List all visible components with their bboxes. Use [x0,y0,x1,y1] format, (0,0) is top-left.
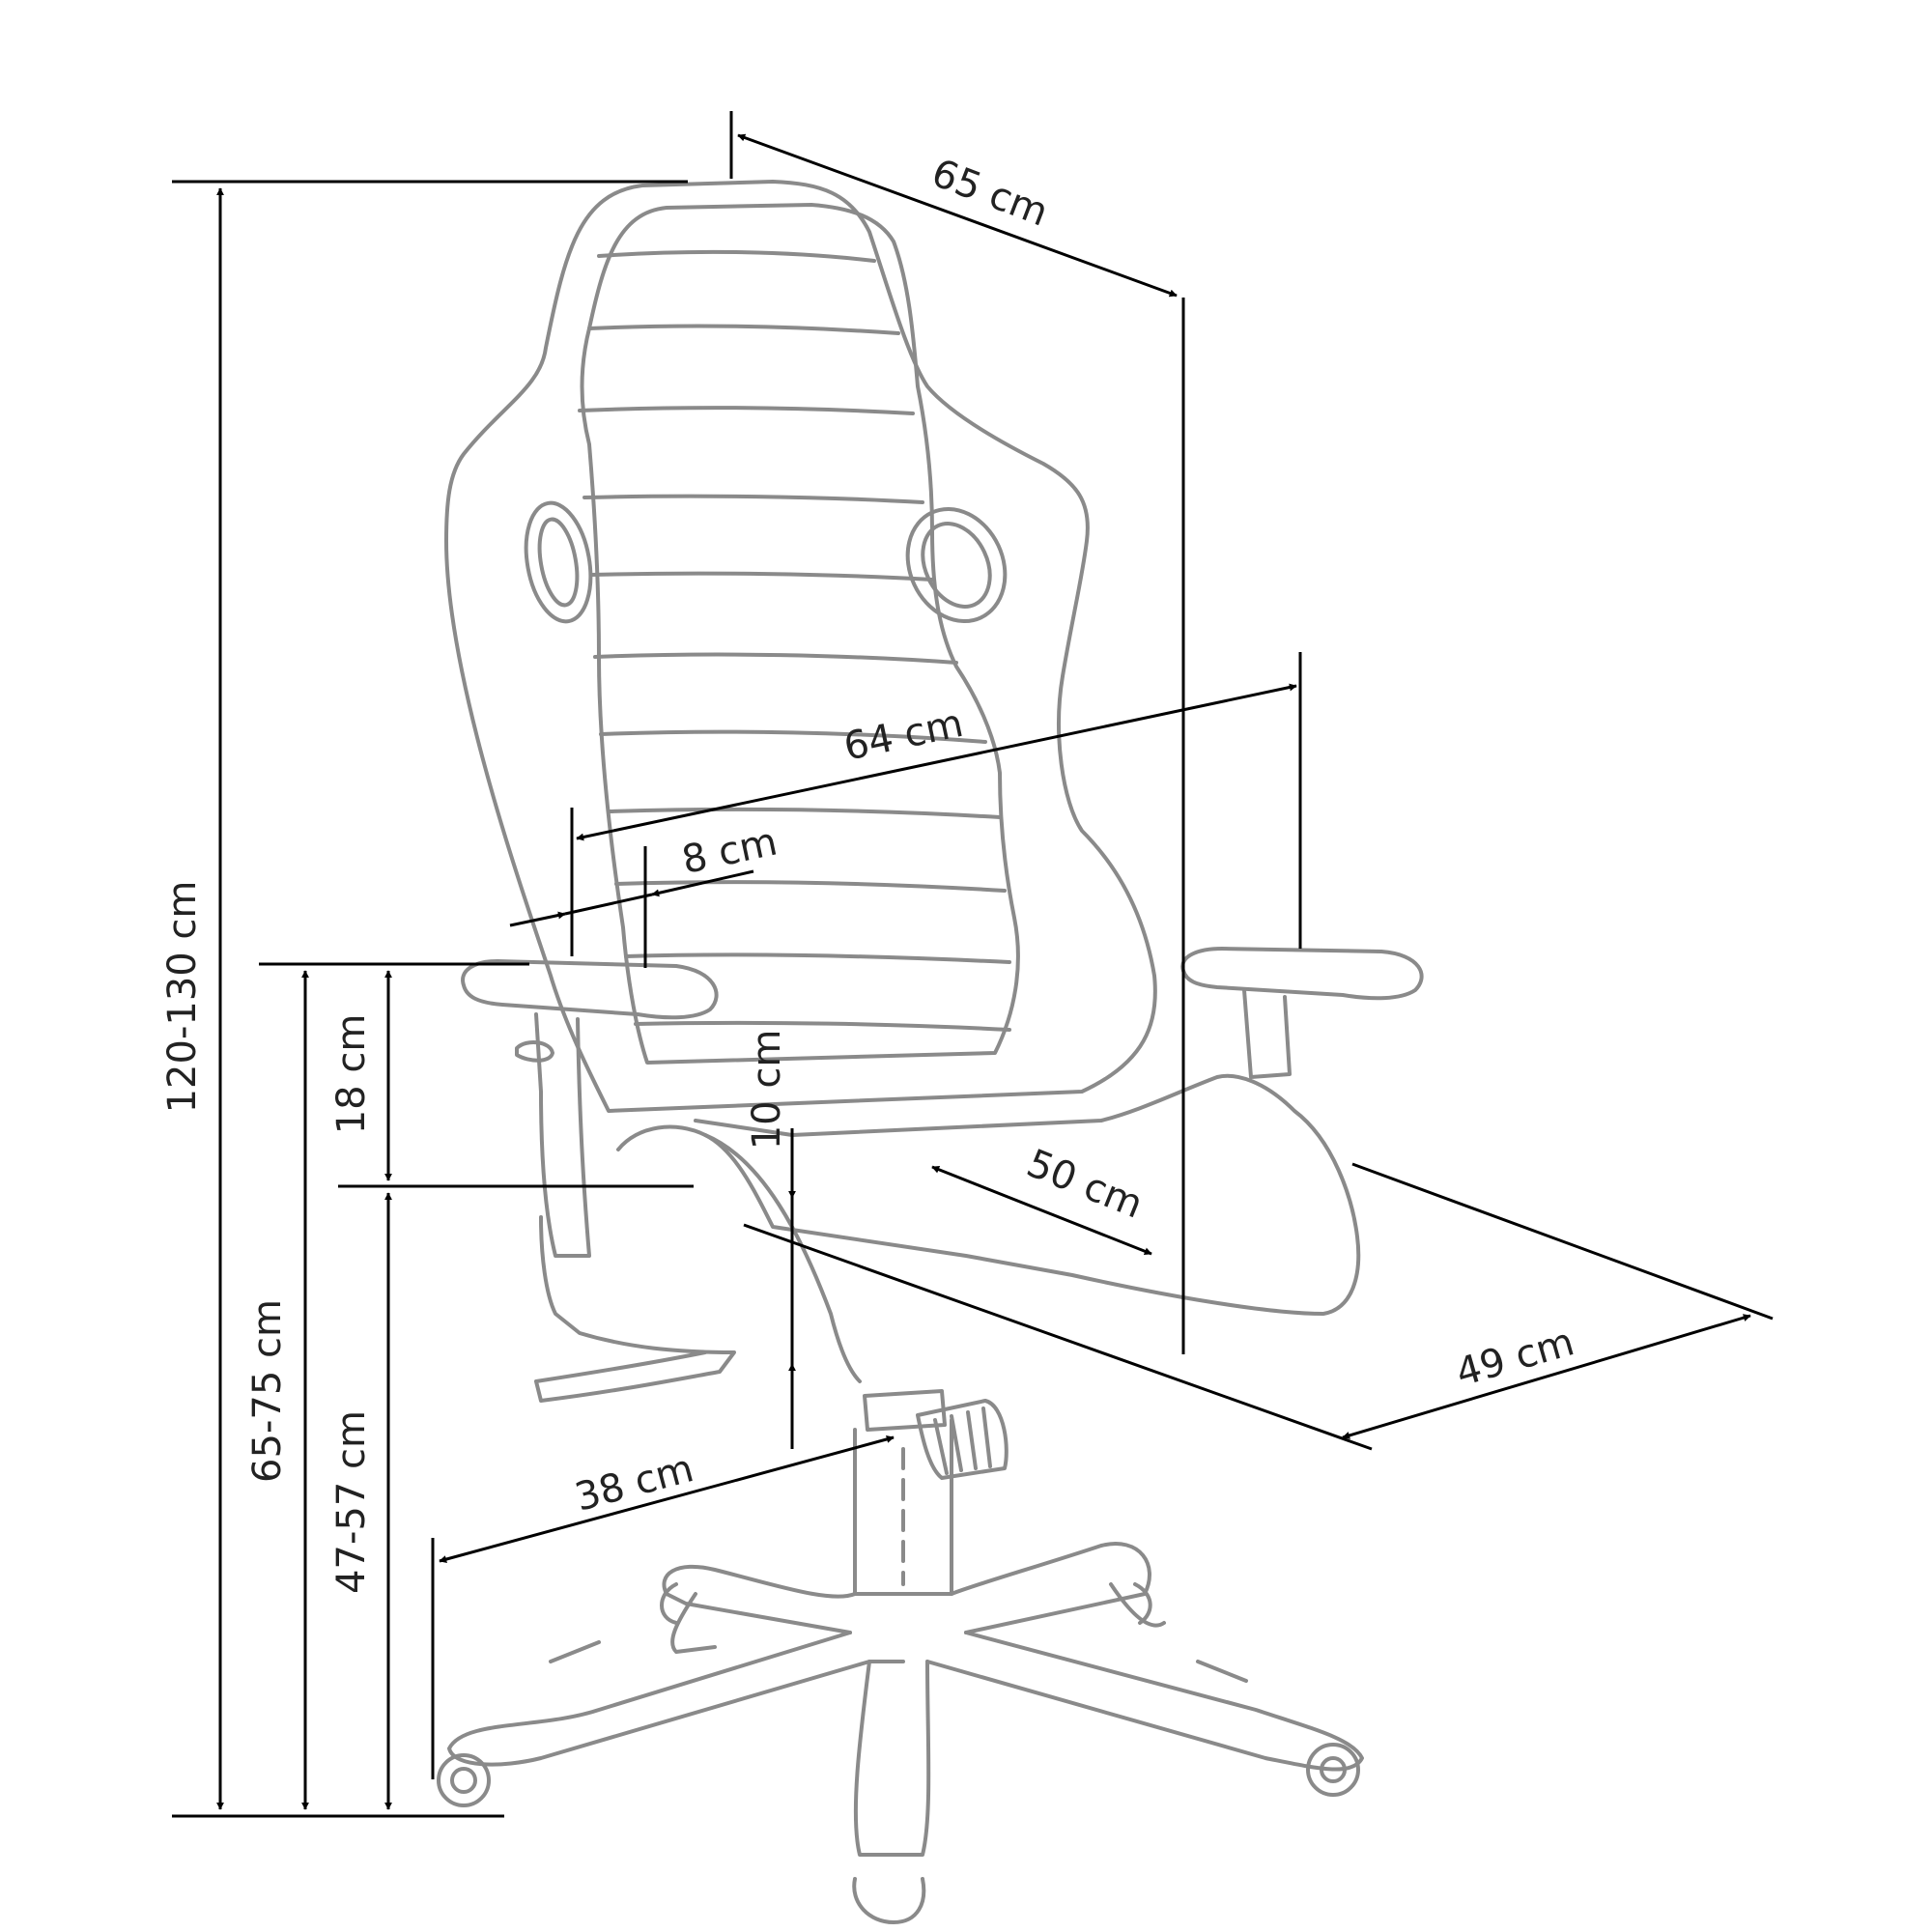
seat-depth-arrow [931,1165,1152,1256]
chair-depth-label: 65 cm [925,151,1054,236]
armrest-height-label: 18 cm [329,1014,374,1135]
chair-width-arrow [576,683,1297,841]
backrest-panel [580,203,1020,1065]
seat-width-label: 49 cm [1451,1320,1578,1396]
dimension-lines [172,111,1774,1818]
seat-frame [534,1215,736,1403]
casters [437,1582,1360,1924]
seat-width-arrow [1342,1314,1751,1439]
seat [616,1073,1361,1316]
chair-depth-arrow [737,133,1178,298]
right-armrest [1180,947,1424,1079]
armrest-width-arrow-left [509,911,566,927]
armrest-width-arrow-right [651,869,754,897]
left-armrest [461,959,719,1258]
dimension-labels: 120-130 cm 65-75 cm 18 cm 47-57 cm 10 cm… [160,151,1579,1594]
chair-drawing [437,180,1424,1924]
armrest-floor-label: 65-75 cm [245,1299,290,1483]
seat-depth-label: 50 cm [1021,1141,1150,1227]
tilt-knob [916,1399,1009,1480]
star-base [447,1542,1364,1857]
backrest-shell [444,180,1157,1113]
seat-edge [703,1133,862,1383]
base-radius-arrow [439,1435,895,1563]
bolster-holes [524,500,1008,624]
armrest-width-label: 8 cm [678,819,781,883]
total-height-label: 120-130 cm [160,881,205,1114]
seat-height-label: 47-57 cm [329,1410,374,1594]
seat-thickness-label: 10 cm [745,1030,789,1151]
